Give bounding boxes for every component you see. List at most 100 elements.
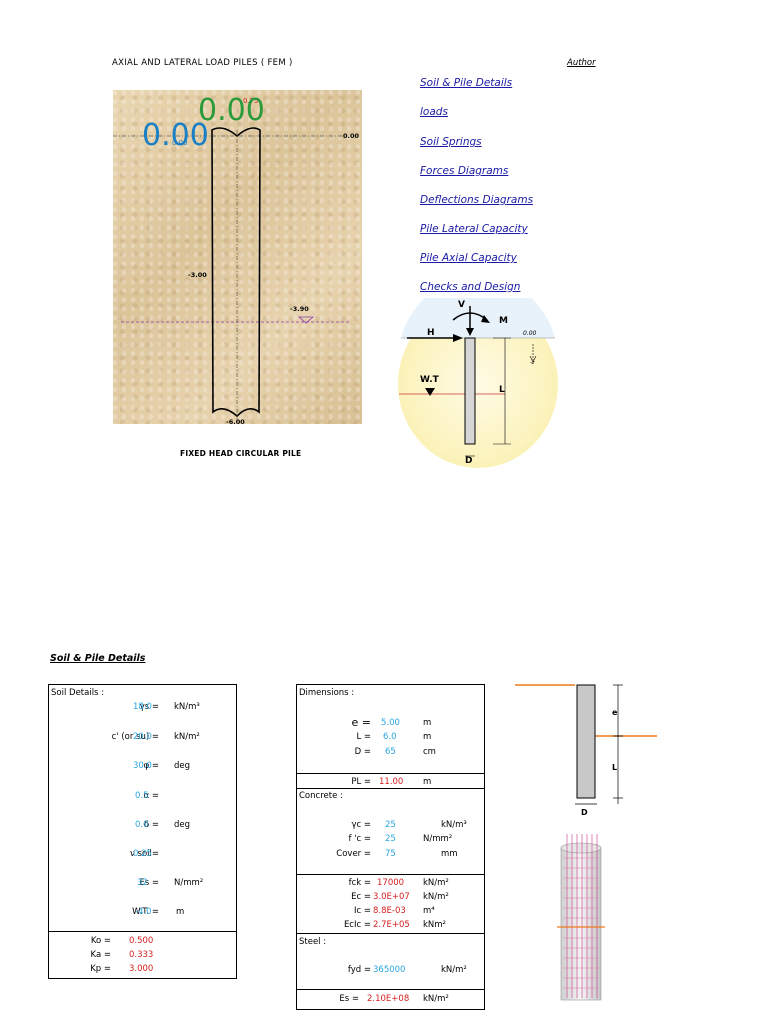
soil-value-delta[interactable]: 0.0 bbox=[135, 820, 149, 830]
steel-value-fyd[interactable]: 365000 bbox=[373, 965, 406, 975]
dims-heading: Dimensions : bbox=[299, 688, 355, 698]
derived-unit-ecic: kNm² bbox=[423, 920, 446, 930]
schematic-h: H bbox=[427, 328, 435, 338]
soil-value-nu[interactable]: 0.25 bbox=[133, 849, 152, 859]
concrete-label-fc: f 'c = bbox=[348, 834, 371, 844]
soil-value-cohesion[interactable]: 20.0 bbox=[133, 732, 152, 742]
soil-value-alpha[interactable]: 0.5 bbox=[135, 791, 149, 801]
soil-value-es[interactable]: 32 bbox=[137, 878, 148, 888]
concrete-label-gamma: γc = bbox=[351, 820, 371, 830]
top-deflection-small: 0.75 bbox=[243, 97, 259, 105]
top-value-large-green: 0.00 bbox=[198, 93, 265, 128]
divider bbox=[297, 874, 484, 875]
derived-label-fck: fck = bbox=[348, 878, 371, 888]
soil-label-wt: W.T. = bbox=[132, 907, 159, 917]
concrete-unit-cover: mm bbox=[441, 849, 458, 859]
concrete-heading: Concrete : bbox=[299, 791, 343, 801]
soil-unit-es: N/mm² bbox=[174, 878, 204, 888]
soil-label-gamma: γs = bbox=[139, 702, 159, 712]
soil-label-nu: ν soil= bbox=[130, 849, 159, 859]
concrete-unit-gamma: kN/m³ bbox=[441, 820, 467, 830]
dims-label-e: e = bbox=[351, 716, 371, 729]
concrete-value-cover[interactable]: 75 bbox=[385, 849, 396, 859]
dims-unit-e: m bbox=[423, 718, 432, 728]
level-label-top: 0.00 bbox=[343, 132, 360, 140]
dims-unit-l: m bbox=[423, 732, 432, 742]
soil-heading: Soil Details : bbox=[51, 688, 105, 698]
page-title: AXIAL AND LATERAL LOAD PILES ( FEM ) bbox=[112, 58, 293, 68]
derived-label-ec: Ec = bbox=[351, 892, 371, 902]
concrete-label-cover: Cover = bbox=[336, 849, 371, 859]
soil-label-es: Es = bbox=[139, 878, 159, 888]
dims-label-l: L = bbox=[356, 732, 371, 742]
steel-label-fyd: fyd = bbox=[347, 965, 371, 975]
pile-diagram bbox=[113, 127, 351, 420]
schematic-m: M bbox=[499, 316, 508, 326]
divider bbox=[297, 788, 484, 789]
schematic-wt: W.T bbox=[420, 375, 439, 385]
concrete-unit-fc: N/mm² bbox=[423, 834, 453, 844]
soil-label-phi: φ = bbox=[143, 761, 159, 771]
nav-link-loads[interactable]: loads bbox=[420, 106, 448, 118]
nav-link-pile-lateral-capacity[interactable]: Pile Lateral Capacity bbox=[420, 223, 528, 235]
derived-value-fck: 17000 bbox=[377, 878, 405, 888]
nav-link-soil-pile-details[interactable]: Soil & Pile Details bbox=[420, 77, 513, 89]
left-value-small: 0.00 bbox=[172, 139, 188, 147]
soil-value-ka: 0.333 bbox=[129, 950, 154, 960]
soil-value-kp: 3.000 bbox=[129, 964, 154, 974]
divider bbox=[297, 933, 484, 934]
level-label-bottom: -6.00 bbox=[226, 418, 245, 426]
concrete-value-fc[interactable]: 25 bbox=[385, 834, 396, 844]
derived-label-ecic: EcIc = bbox=[343, 920, 371, 930]
dims-value-d[interactable]: 65 bbox=[385, 747, 396, 757]
soil-background bbox=[113, 90, 362, 424]
dims-unit-d: cm bbox=[423, 747, 436, 757]
derived-value-ic: 8.8E-03 bbox=[373, 906, 406, 916]
concrete-value-gamma[interactable]: 25 bbox=[385, 820, 396, 830]
soil-value-phi[interactable]: 30.0 bbox=[133, 761, 152, 771]
steel-unit-fyd: kN/m² bbox=[441, 965, 467, 975]
derived-unit-fck: kN/m² bbox=[423, 878, 449, 888]
soil-value-gamma[interactable]: 18.0 bbox=[133, 702, 152, 712]
dims-label-d: D = bbox=[354, 747, 371, 757]
derived-value-ecic: 2.7E+05 bbox=[373, 920, 410, 930]
dims-label-pl: PL = bbox=[351, 777, 371, 787]
soil-label-cohesion: c' (or su) = bbox=[111, 732, 159, 742]
soil-unit-gamma: kN/m³ bbox=[174, 702, 200, 712]
soil-label-delta: δ = bbox=[143, 820, 159, 830]
nav-link-deflections-diagrams[interactable]: Deflections Diagrams bbox=[420, 194, 534, 206]
dims-value-l[interactable]: 6.0 bbox=[383, 732, 397, 742]
level-label-wt: -3.90 bbox=[290, 305, 309, 313]
derived-unit-ic: m⁴ bbox=[423, 906, 435, 916]
nav-link-pile-axial-capacity[interactable]: Pile Axial Capacity bbox=[420, 252, 517, 264]
section-title[interactable]: Soil & Pile Details bbox=[50, 653, 146, 664]
soil-label-ka: Ka = bbox=[90, 950, 111, 960]
soil-value-wt[interactable]: -4.0 bbox=[135, 907, 152, 917]
divider bbox=[49, 931, 236, 932]
nav-link-soil-springs[interactable]: Soil Springs bbox=[420, 136, 482, 148]
steel-value-es: 2.10E+08 bbox=[367, 994, 410, 1004]
dimensions-panel: Dimensions : e = 5.00 m L = 6.0 m D = 65… bbox=[296, 684, 485, 1010]
soil-unit-phi: deg bbox=[174, 761, 191, 771]
divider bbox=[297, 773, 484, 774]
left-value-large-blue: 0.00 bbox=[142, 118, 209, 153]
dims-value-e[interactable]: 5.00 bbox=[381, 718, 400, 728]
derived-unit-ec: kN/m² bbox=[423, 892, 449, 902]
level-label-mid: -3.00 bbox=[188, 271, 207, 279]
divider bbox=[297, 989, 484, 990]
steel-unit-es: kN/m² bbox=[423, 994, 449, 1004]
nav-link-checks-and-design[interactable]: Checks and Design bbox=[420, 281, 521, 293]
nav-link-forces-diagrams[interactable]: Forces Diagrams bbox=[420, 165, 509, 177]
soil-label-ko: Ko = bbox=[90, 936, 111, 946]
elevation-label-d: D bbox=[581, 808, 588, 817]
soil-unit-wt: m bbox=[176, 907, 185, 917]
schematic-z: -z bbox=[530, 360, 535, 366]
dims-value-pl: 11.00 bbox=[379, 777, 404, 787]
elevation-label-e: e bbox=[612, 708, 618, 717]
soil-value-ko: 0.500 bbox=[129, 936, 154, 946]
reinforcement-cage-figure bbox=[557, 834, 605, 1001]
soil-label-alpha: α = bbox=[143, 791, 159, 801]
author-link[interactable]: Author bbox=[567, 58, 596, 68]
soil-unit-cohesion: kN/m² bbox=[174, 732, 200, 742]
dims-unit-pl: m bbox=[423, 777, 432, 787]
